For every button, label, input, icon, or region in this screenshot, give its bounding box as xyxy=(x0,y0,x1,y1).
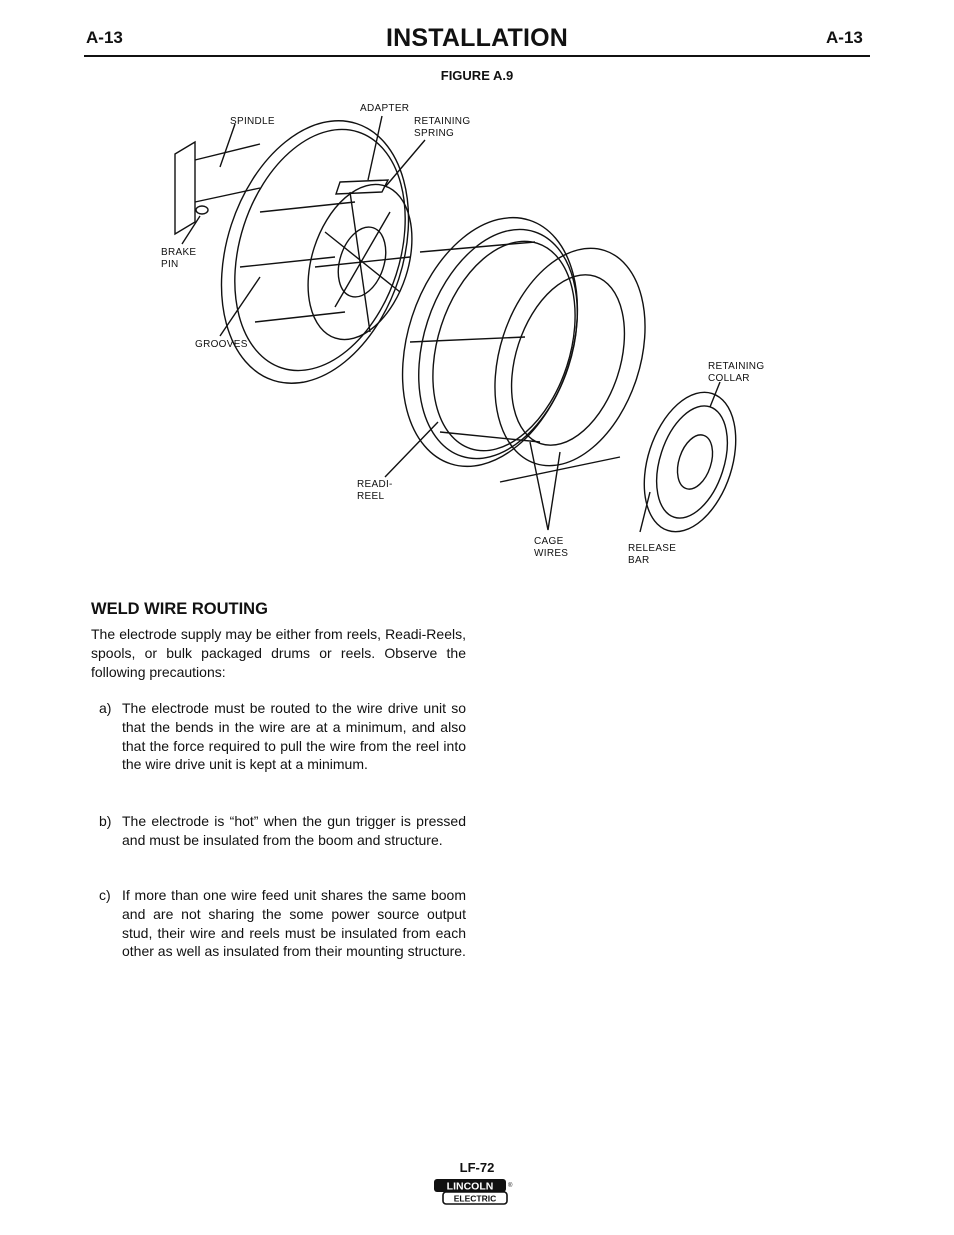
header-divider xyxy=(84,55,870,57)
brake-pin xyxy=(195,205,209,215)
label-grooves: GROOVES xyxy=(195,339,248,350)
leader-brake-pin xyxy=(181,215,201,245)
list-item-text: If more than one wire feed unit shares t… xyxy=(122,887,466,960)
retaining-collar-outer xyxy=(643,391,737,533)
logo-top-bar xyxy=(434,1179,506,1192)
leader-spindle xyxy=(219,123,236,168)
label-readi-reel-1: READI- xyxy=(357,479,393,490)
label-retaining-collar-1: RETAINING xyxy=(708,361,764,372)
adapter-grooves xyxy=(239,201,356,323)
logo-bottom-text: ELECTRIC xyxy=(454,1194,497,1204)
wire-coil-inner xyxy=(432,240,576,452)
label-brake-pin-2: PIN xyxy=(161,259,179,270)
adapter-flange-outer xyxy=(220,120,410,384)
label-readi-reel-2: REEL xyxy=(357,491,384,502)
page-number-right: A-13 xyxy=(826,28,863,47)
list-item: a) The electrode must be routed to the w… xyxy=(99,699,466,774)
leader-retaining-collar xyxy=(709,381,721,408)
leader-cage-wires xyxy=(529,441,561,531)
label-adapter: ADAPTER xyxy=(360,103,409,114)
label-retaining-collar-2: COLLAR xyxy=(708,373,750,384)
leader-readi-reel xyxy=(384,421,439,478)
list-item-letter: b) xyxy=(99,813,112,829)
label-release-bar-2: BAR xyxy=(628,555,649,566)
label-retaining-spring-2: SPRING xyxy=(414,128,454,139)
logo-registered-mark: ® xyxy=(508,1182,513,1189)
reel-assembly-drawing: SPINDLE ADAPTER RETAINING SPRING BRAKE P… xyxy=(161,103,764,566)
reel-assembly-figure: SPINDLE ADAPTER RETAINING SPRING BRAKE P… xyxy=(120,92,780,580)
logo-graphic: LINCOLN ELECTRIC ® xyxy=(434,1179,513,1205)
label-retaining-spring-1: RETAINING xyxy=(414,116,470,127)
leader-release-bar xyxy=(639,491,651,533)
spindle-shaft xyxy=(194,143,261,203)
leader-retaining-spring xyxy=(385,139,426,187)
label-brake-pin-1: BRAKE xyxy=(161,247,196,258)
retaining-spring xyxy=(335,179,390,195)
readi-reel-cage-rim xyxy=(494,247,646,467)
adapter-spokes xyxy=(314,191,411,333)
retaining-collar-ring xyxy=(655,405,729,519)
wire-coil-mid xyxy=(418,228,578,460)
leader-grooves xyxy=(219,276,261,337)
list-item: c) If more than one wire feed unit share… xyxy=(99,886,466,961)
label-cage-wires-1: CAGE xyxy=(534,536,564,547)
label-spindle: SPINDLE xyxy=(230,116,275,127)
list-item: b) The electrode is “hot” when the gun t… xyxy=(99,812,466,850)
mounting-plate xyxy=(174,140,196,236)
adapter-center xyxy=(337,226,387,298)
figure-caption: FIGURE A.9 xyxy=(440,68,514,83)
list-item-letter: a) xyxy=(99,700,112,716)
list-item-letter: c) xyxy=(99,887,111,903)
lincoln-electric-logo: LINCOLN ELECTRIC ® xyxy=(433,1177,513,1207)
retaining-collar-center xyxy=(676,434,714,490)
readi-reel-cage-wires xyxy=(409,241,621,483)
page-title: INSTALLATION xyxy=(385,24,568,52)
logo-top-text: LINCOLN xyxy=(447,1181,494,1193)
label-cage-wires-2: WIRES xyxy=(534,548,568,559)
adapter-flange-inner xyxy=(234,128,406,372)
logo-bottom-bar xyxy=(442,1191,508,1205)
intro-paragraph: The electrode supply may be either from … xyxy=(91,626,466,680)
readi-reel-cage-inner xyxy=(510,274,626,446)
footer-model: LF-72 xyxy=(459,1160,495,1175)
list-item-text: The electrode is “hot” when the gun trig… xyxy=(122,813,466,848)
label-release-bar-1: RELEASE xyxy=(628,543,676,554)
list-item-text: The electrode must be routed to the wire… xyxy=(122,700,466,773)
page-number-left: A-13 xyxy=(86,28,123,47)
leader-adapter xyxy=(367,115,383,181)
section-title: WELD WIRE ROUTING xyxy=(91,600,268,618)
